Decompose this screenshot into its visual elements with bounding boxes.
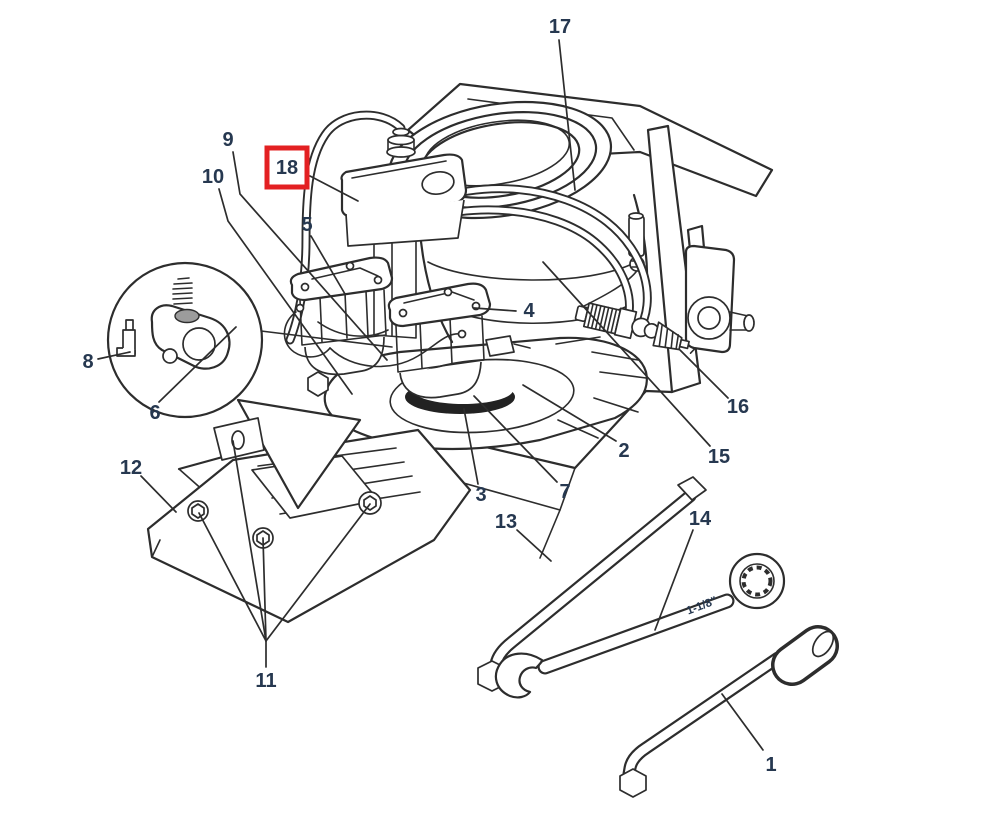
leader-line-11 [262, 537, 267, 642]
callout-12: 12 [120, 457, 142, 479]
leader-line-12 [140, 475, 177, 513]
callout-4: 4 [523, 300, 535, 322]
leader-line-13 [516, 529, 552, 562]
callout-8: 8 [82, 351, 93, 373]
spark-plug [574, 302, 696, 354]
callout-6: 6 [149, 402, 160, 424]
leader-line-11 [232, 440, 267, 642]
side-bracket [684, 224, 755, 354]
leader-line-2 [522, 384, 617, 442]
tool-hex-bar-wrench [477, 476, 707, 692]
adjusting-spring [172, 277, 193, 305]
detail-view-circle [106, 261, 393, 419]
callout-2: 2 [618, 440, 629, 462]
callout-7: 7 [559, 481, 570, 503]
leader-line-1 [721, 693, 764, 751]
callout-16: 16 [727, 396, 749, 418]
callout-15: 15 [708, 446, 730, 468]
square-drive-tip [677, 476, 707, 501]
highlight-box [264, 145, 310, 190]
leader-line-7 [473, 395, 558, 483]
box-end [728, 552, 786, 610]
leader-line-3 [463, 408, 479, 485]
cam-lever [150, 304, 231, 370]
callout-14: 14 [689, 508, 712, 530]
leader-line-4 [473, 307, 517, 312]
pump-inlet-fitting [386, 127, 416, 158]
leader-line-8 [97, 351, 131, 360]
leader-line-6 [158, 326, 237, 403]
pivot-pin [116, 319, 136, 357]
leader-lines [97, 39, 764, 751]
leader-line-14 [654, 529, 694, 631]
rear-carburetor [289, 256, 394, 397]
hex-bend-tip [619, 768, 647, 798]
callout-11: 11 [255, 670, 276, 692]
carburetors [283, 256, 531, 399]
callout-9: 9 [222, 129, 233, 151]
deflector-vane [236, 398, 362, 510]
fuel-lines [283, 303, 467, 368]
bracket-bolt [358, 491, 382, 515]
callout-5: 5 [301, 214, 312, 236]
callout-3: 3 [475, 484, 486, 506]
callout-18: 18 [276, 157, 298, 179]
leader-line-15 [542, 261, 711, 447]
leader-line-11 [265, 503, 371, 642]
bracket-bolt [187, 500, 209, 522]
leader-line-9 [232, 151, 388, 361]
leader-line-18 [309, 175, 359, 202]
leader-line-16 [679, 349, 729, 399]
callout-1: 1 [765, 754, 776, 776]
fuel-pump [340, 127, 468, 339]
leader-line-10 [218, 188, 353, 395]
leader-line-17 [558, 39, 576, 191]
callout-17: 17 [549, 16, 571, 38]
engine-assembly [177, 82, 774, 559]
tool-socket-wrench [619, 625, 839, 798]
callout-13: 13 [495, 511, 517, 533]
tool-combination-wrench: 1-1/8" [494, 552, 786, 699]
front-carburetor [387, 282, 531, 399]
leader-line-5 [310, 235, 346, 295]
mounting-bracket [146, 398, 472, 624]
callout-10: 10 [202, 166, 224, 188]
open-end-jaw [494, 652, 544, 699]
